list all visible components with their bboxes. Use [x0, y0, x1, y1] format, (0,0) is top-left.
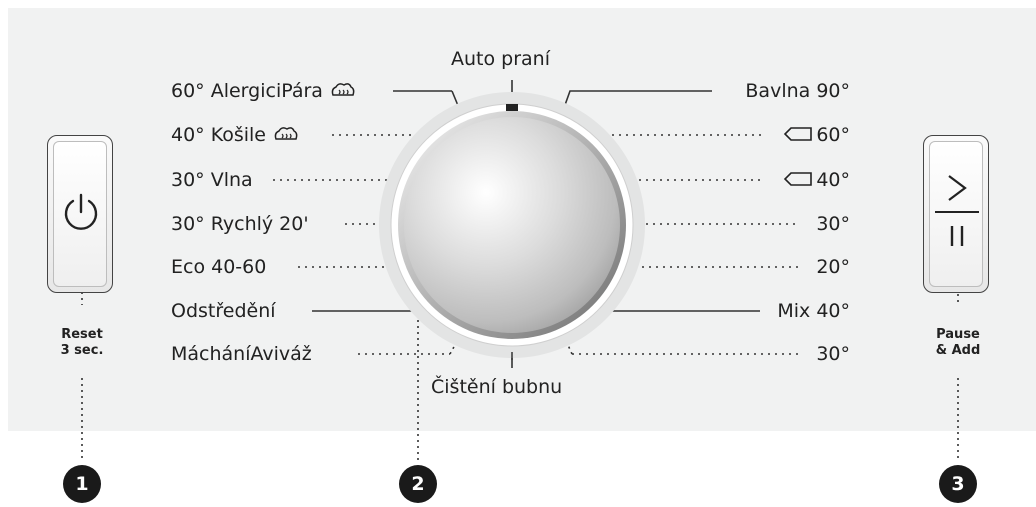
dial-pointer [506, 104, 518, 111]
steam-icon [274, 127, 298, 140]
program-left-2-label: 40° Košile [171, 124, 266, 146]
start-pause-button-face [929, 141, 983, 287]
callout-badge-2: 2 [399, 465, 437, 503]
program-left-4: 30° Rychlý 20' [171, 213, 309, 235]
program-right-2: 60° [783, 123, 850, 147]
fabric-tag-icon [784, 172, 813, 186]
callout-badge-1: 1 [63, 465, 101, 503]
program-right-3-label: 40° [816, 169, 850, 191]
program-left-2: 40° Košile [171, 123, 299, 147]
steam-icon [331, 83, 355, 96]
program-right-2-label: 60° [816, 124, 850, 146]
program-left-6: Odstředění [171, 300, 276, 322]
program-right-3: 40° [783, 168, 850, 192]
fabric-tag-icon [784, 127, 813, 141]
program-left-1: 60° AlergiciPára [171, 79, 356, 103]
power-button[interactable] [47, 135, 113, 293]
program-left-7: MácháníAviváž [171, 343, 312, 365]
power-button-face [53, 141, 107, 287]
leader-right-1 [564, 90, 712, 106]
program-left-1-label: 60° AlergiciPára [171, 80, 323, 102]
start-button-caption: Pause & Add [918, 327, 998, 359]
program-right-4: 30° [816, 213, 850, 235]
program-bottom-label: Čištění bubnu [431, 376, 563, 398]
program-right-6: Mix 40° [777, 300, 850, 322]
program-right-1: Bavlna 90° [745, 80, 850, 102]
power-caption-line1: Reset [61, 327, 103, 342]
program-right-5: 20° [816, 256, 850, 278]
power-caption-line2: 3 sec. [60, 343, 104, 358]
dial-knob [404, 117, 620, 333]
program-right-7: 30° [816, 343, 850, 365]
start-pause-button[interactable] [923, 135, 989, 293]
program-left-3: 30° Vlna [171, 169, 253, 191]
callout-badge-3: 3 [939, 465, 977, 503]
start-caption-line2: & Add [935, 343, 981, 358]
power-button-caption: Reset 3 sec. [42, 327, 122, 359]
program-top-label: Auto praní [451, 48, 550, 70]
power-icon [64, 193, 98, 230]
program-left-5: Eco 40-60 [171, 256, 267, 278]
program-dial[interactable] [379, 92, 645, 358]
start-caption-line1: Pause [936, 327, 980, 342]
start-pause-icon [935, 175, 979, 246]
